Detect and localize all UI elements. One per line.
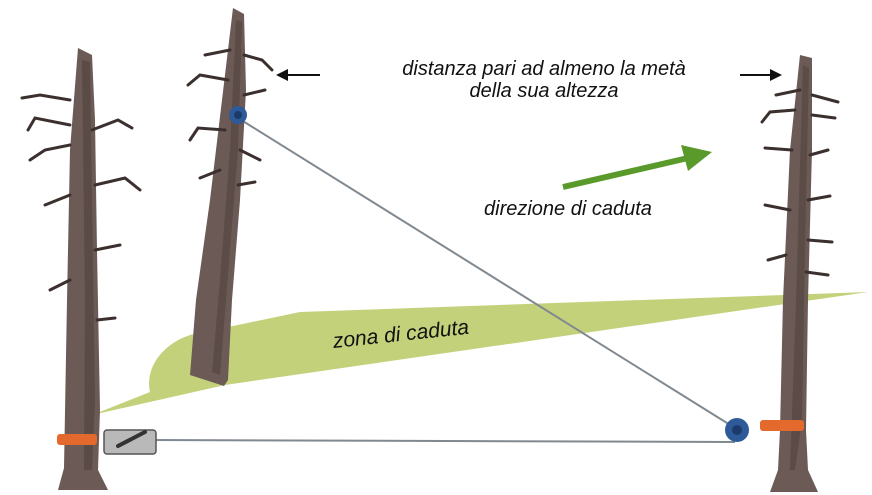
middle-tree: [186, 8, 274, 386]
right-tree-strap: [760, 420, 804, 431]
distance-note-line1: distanza pari ad almeno la metà: [402, 58, 686, 80]
right-tree: [725, 55, 840, 492]
rope-diagonal: [237, 117, 736, 429]
arrow-right-icon: [740, 69, 782, 81]
fall-direction-arrow-icon: [562, 145, 712, 190]
left-tree: [20, 48, 142, 490]
distance-note-line2: della sua altezza: [469, 80, 619, 102]
fall-direction-label: direzione di caduta: [484, 198, 652, 220]
left-tree-strap: [57, 434, 97, 445]
fall-zone-area: [92, 292, 868, 415]
rope-ground: [149, 439, 736, 443]
winch-icon: [103, 429, 157, 455]
arrow-left-icon: [276, 69, 320, 81]
distance-note: distanza pari ad almeno la metà della su…: [338, 58, 750, 102]
